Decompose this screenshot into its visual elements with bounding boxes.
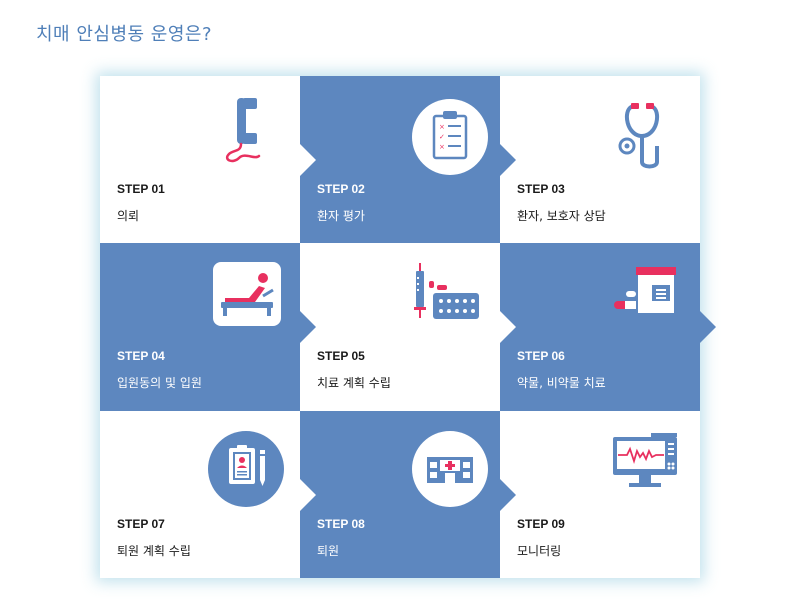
step-label: 입원동의 및 입원 [117,376,202,390]
step-label: 환자, 보호자 상담 [517,209,606,223]
patient-bed-icon [213,262,281,326]
step-number: STEP 05 [317,349,365,363]
step-number: STEP 06 [517,349,565,363]
patient-chart-pen-icon [208,431,284,507]
step-number: STEP 09 [517,517,565,531]
step-label: 퇴원 계획 수립 [117,544,191,558]
page-title: 치매 안심병동 운영은? [36,24,213,45]
svg-text:×: × [439,123,445,131]
step-label: 약물, 비약물 치료 [517,376,606,390]
telephone-icon [225,98,261,163]
step-label: 치료 계획 수립 [317,376,391,390]
step-card-03: STEP 03 환자, 보호자 상담 [500,76,700,243]
step-label: 퇴원 [317,544,340,558]
process-panel: STEP 01 의뢰 × ✓ × STEP 02 환자 평가 [100,76,700,578]
process-grid: STEP 01 의뢰 × ✓ × STEP 02 환자 평가 [100,76,700,578]
svg-text:×: × [439,143,445,151]
step-number: STEP 04 [117,349,165,363]
step-label: 환자 평가 [317,209,365,223]
step-card-04: STEP 04 입원동의 및 입원 [100,243,300,411]
step-number: STEP 01 [117,182,165,196]
step-label: 모니터링 [517,544,562,558]
step-card-09: STEP 09 모니터링 [500,411,700,578]
syringe-pills-icon [414,263,479,319]
step-card-08: STEP 08 퇴원 [300,411,500,578]
step-card-07: STEP 07 퇴원 계획 수립 [100,411,300,578]
step-card-01: STEP 01 의뢰 [100,76,300,243]
step-card-02: × ✓ × STEP 02 환자 평가 [300,76,500,243]
stethoscope-icon [618,103,660,169]
step-number: STEP 07 [117,517,165,531]
hospital-building-icon [412,431,488,507]
step-number: STEP 02 [317,182,365,196]
step-number: STEP 08 [317,517,365,531]
step-card-06: STEP 06 약물, 비약물 치료 [500,243,700,411]
step-number: STEP 03 [517,182,565,196]
clipboard-checklist-icon: × ✓ × [412,99,488,175]
svg-text:✓: ✓ [439,133,445,141]
step-card-05: STEP 05 치료 계획 수립 [300,243,500,411]
medicine-box-pills-icon [614,267,676,313]
step-label: 의뢰 [117,209,140,223]
heart-monitor-icon [613,433,677,487]
